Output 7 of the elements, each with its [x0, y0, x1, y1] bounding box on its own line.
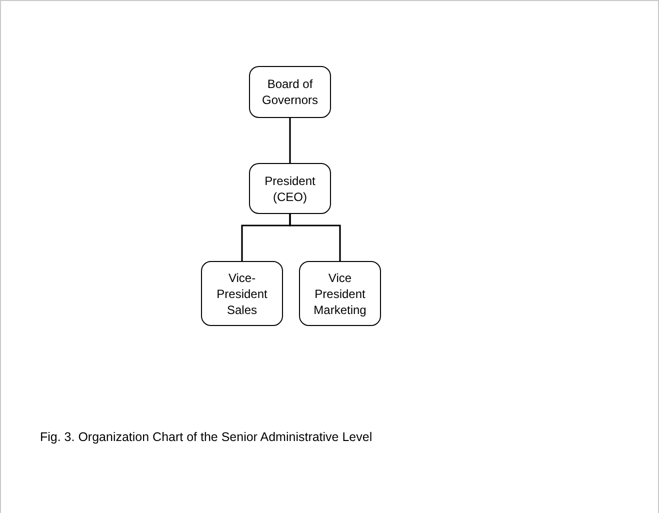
org-box: Vice President Marketing [299, 261, 381, 326]
org-box: Vice-President Sales [201, 261, 283, 326]
connector-line [289, 214, 341, 261]
connector-line [289, 118, 291, 163]
figure-caption: Fig. 3. Organization Chart of the Senior Administrative Level [40, 429, 374, 446]
org-box: President (CEO) [249, 163, 331, 214]
org-box: Board of Governors [249, 66, 331, 118]
